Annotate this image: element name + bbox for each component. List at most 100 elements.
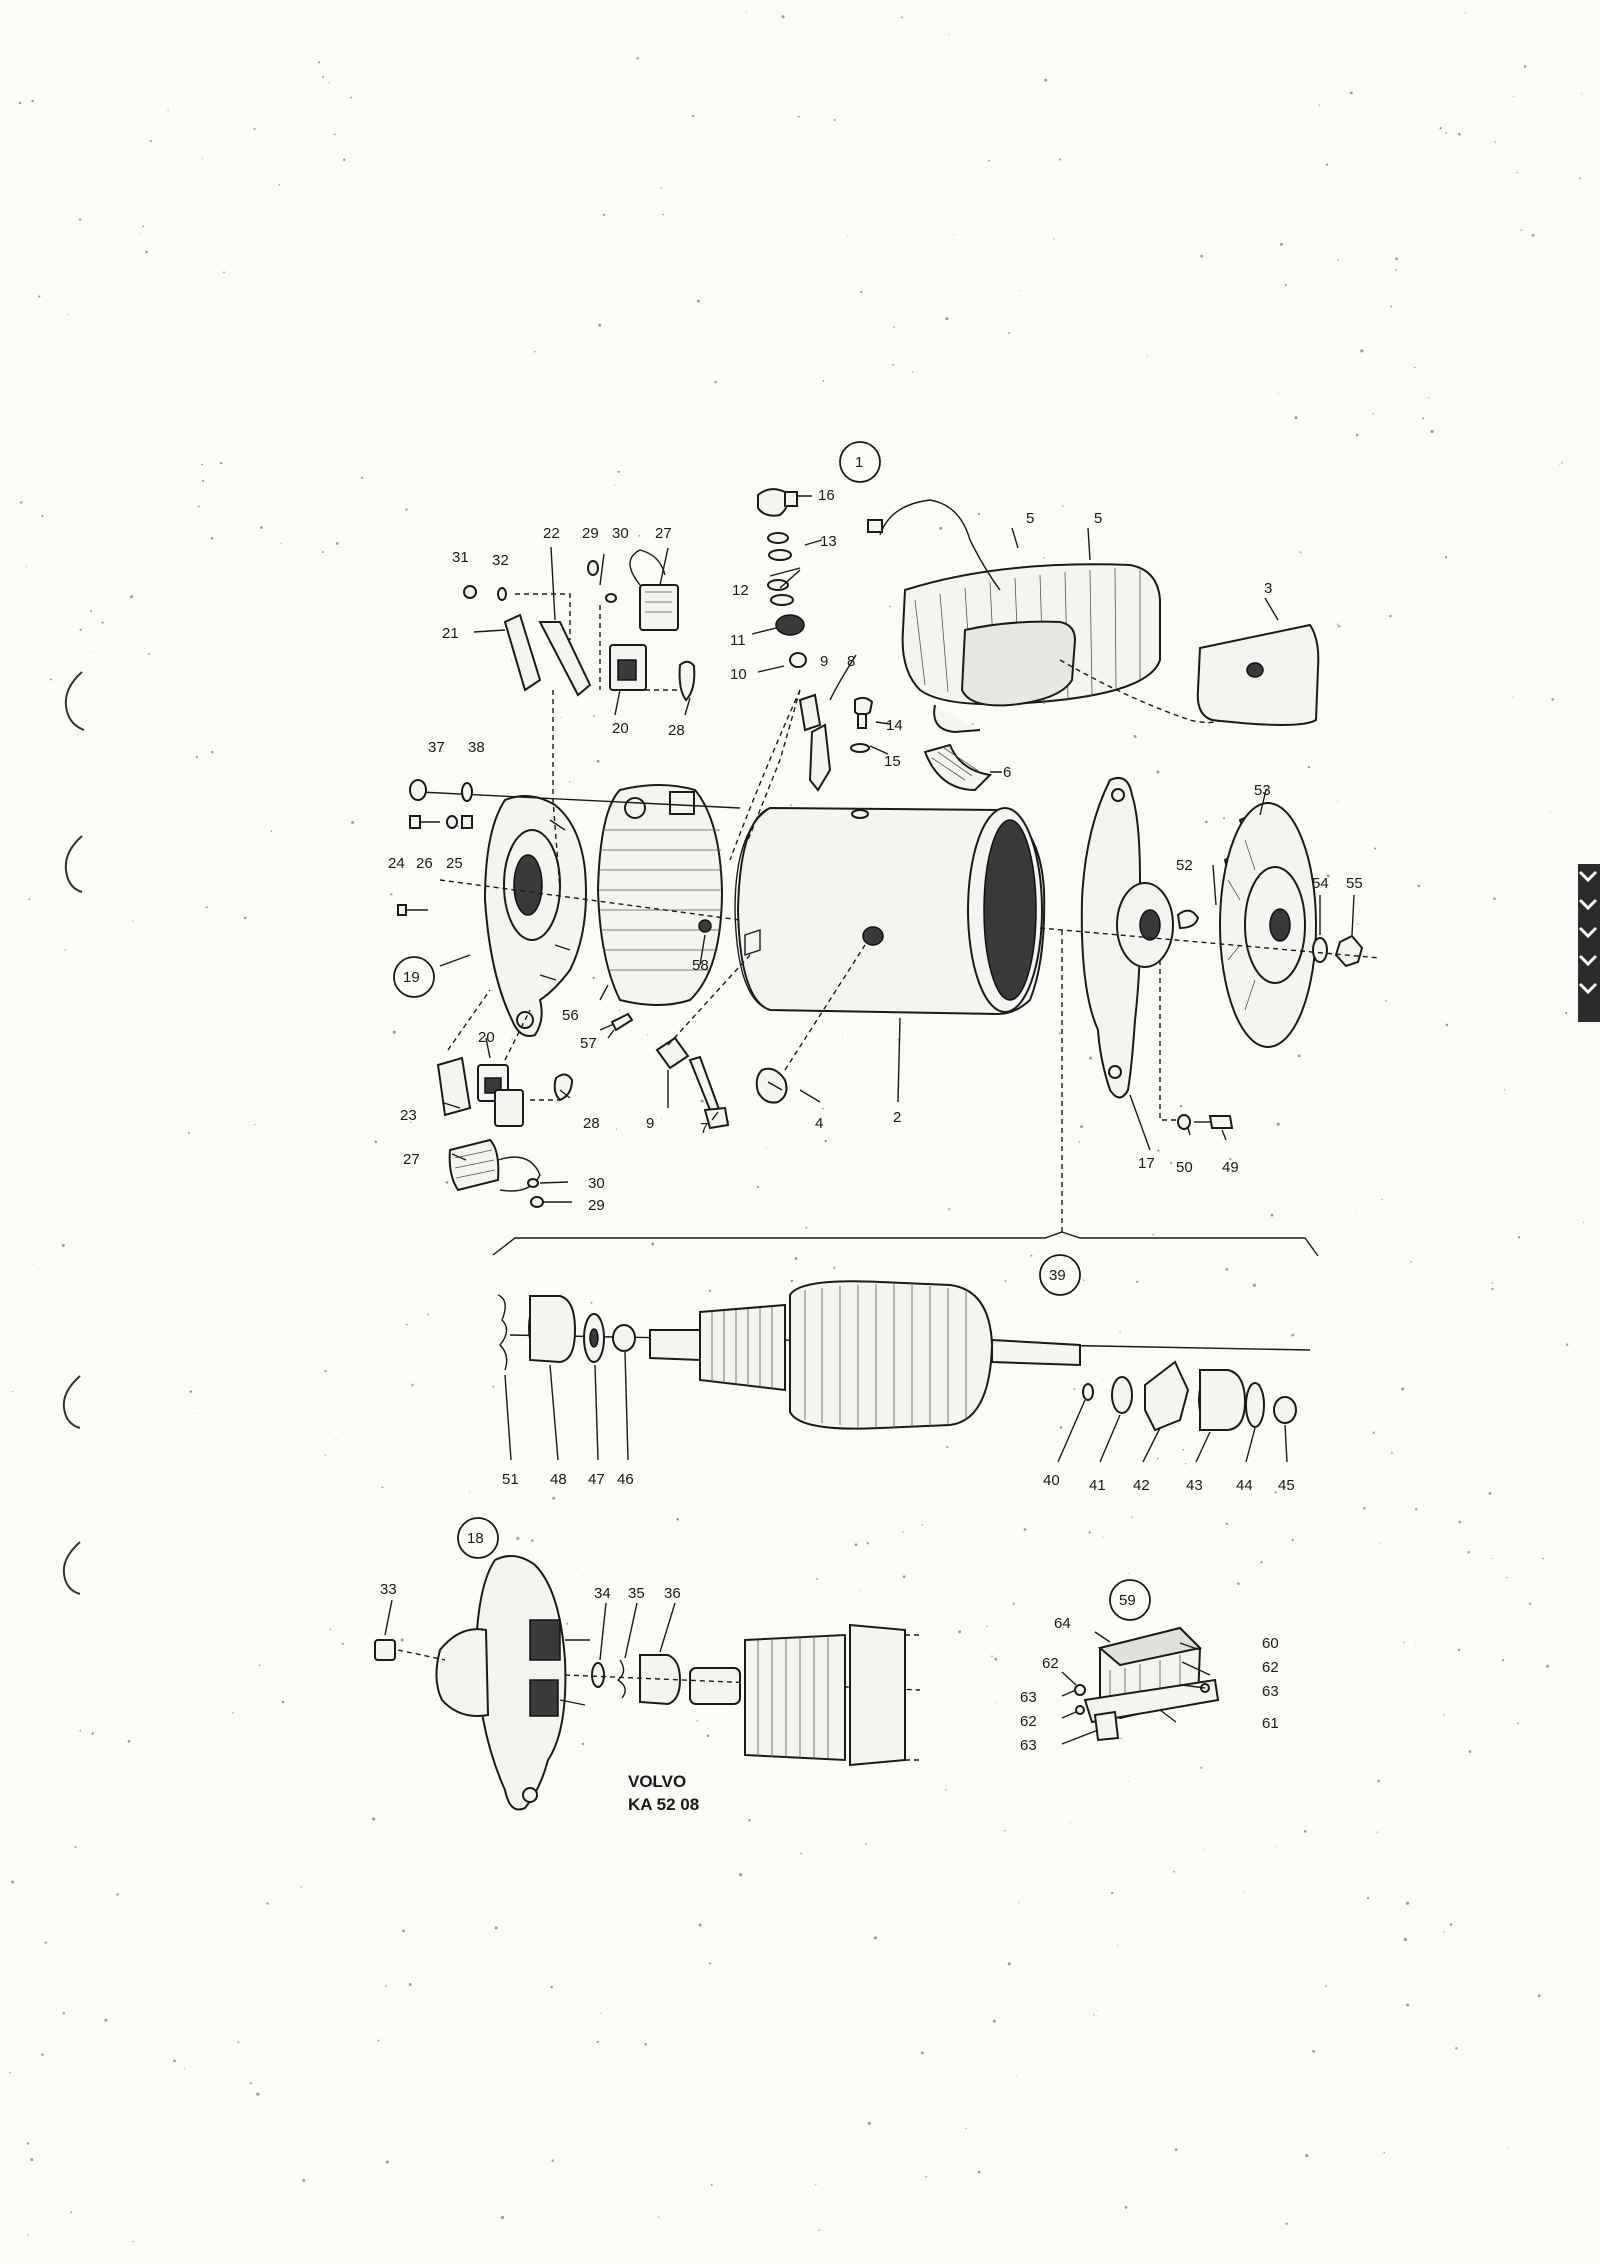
paper-speck	[1491, 1287, 1494, 1291]
paper-speck	[708, 1962, 712, 1965]
paper-speck	[790, 1279, 794, 1283]
paper-speck	[1512, 95, 1515, 97]
paper-speck	[333, 133, 336, 136]
paper-speck	[1528, 1602, 1532, 1605]
paper-speck	[1374, 847, 1377, 850]
paper-speck	[948, 34, 950, 36]
callout-22: 22	[543, 525, 560, 542]
paper-speck	[583, 1575, 585, 1577]
paper-speck	[1457, 1648, 1461, 1651]
paper-speck	[700, 1099, 704, 1103]
paper-speck	[1043, 557, 1045, 559]
paper-speck	[278, 184, 281, 186]
paper-speck	[1137, 1125, 1139, 1127]
paper-speck	[996, 1702, 998, 1704]
callout-14: 14	[886, 717, 903, 734]
callout-9-lower: 9	[646, 1115, 654, 1132]
paper-speck	[374, 1140, 378, 1144]
paper-speck	[392, 1030, 396, 1034]
paper-speck	[32, 1263, 34, 1265]
callout-23: 23	[400, 1107, 417, 1124]
paper-speck	[1337, 801, 1339, 803]
paper-speck	[18, 101, 22, 105]
band-cover	[596, 784, 724, 1006]
paper-speck	[1285, 2222, 1288, 2225]
paper-speck	[1517, 1236, 1521, 1239]
paper-speck	[1073, 1388, 1076, 1391]
paper-speck	[1133, 735, 1137, 738]
paper-speck	[971, 722, 974, 725]
paper-speck	[647, 1034, 649, 1036]
paper-speck	[324, 1454, 326, 1456]
callout-35: 35	[628, 1585, 645, 1602]
paper-speck	[1336, 623, 1339, 625]
paper-speck	[41, 515, 44, 517]
callout-21: 21	[442, 625, 459, 642]
paper-speck	[651, 1242, 655, 1246]
paper-speck	[1467, 1551, 1470, 1554]
brush-gear-upper	[463, 549, 696, 891]
paper-speck	[1383, 2151, 1385, 2154]
paper-speck	[324, 1370, 327, 1373]
paper-speck	[1204, 1849, 1206, 1851]
paper-speck	[385, 1985, 387, 1987]
paper-speck	[253, 127, 256, 130]
paper-speck	[148, 653, 150, 655]
paper-speck	[516, 1536, 520, 1540]
paper-speck	[412, 1383, 414, 1386]
paper-speck	[138, 232, 140, 234]
paper-speck	[194, 1413, 196, 1415]
paper-speck	[195, 755, 199, 759]
paper-speck	[64, 949, 66, 951]
paper-speck	[1117, 1945, 1119, 1947]
paper-speck	[511, 1037, 514, 1040]
paper-speck	[27, 2234, 29, 2236]
paper-speck	[1565, 1012, 1568, 1015]
bracket-screw-49	[1177, 1114, 1234, 1130]
commutator-end-bracket-alt	[374, 1555, 921, 1811]
paper-speck	[615, 1128, 618, 1130]
paper-speck	[1439, 126, 1442, 130]
paper-speckles	[9, 11, 1585, 2243]
paper-speck	[988, 159, 991, 162]
paper-speck	[1157, 1457, 1159, 1460]
paper-speck	[636, 57, 639, 60]
callout-8: 8	[847, 653, 855, 670]
callout-44: 44	[1236, 1477, 1253, 1494]
paper-speck	[1237, 1582, 1240, 1585]
pole-shoe	[1196, 623, 1320, 726]
paper-speck	[1494, 141, 1497, 143]
paper-speck	[1414, 366, 1416, 369]
callout-43: 43	[1186, 1477, 1203, 1494]
callout-60: 60	[1262, 1635, 1279, 1652]
page-edge-tab	[1578, 864, 1600, 1022]
paper-speck	[1299, 551, 1302, 553]
paper-speck	[1008, 332, 1011, 335]
paper-speck	[854, 1543, 858, 1547]
paper-speck	[1458, 1520, 1462, 1524]
paper-speck	[1422, 417, 1425, 420]
callout-59: 59	[1119, 1592, 1136, 1609]
callout-5-left: 5	[1026, 510, 1034, 527]
paper-speck	[644, 2042, 648, 2046]
paper-speck	[1088, 1531, 1091, 1534]
paper-speck	[322, 75, 325, 78]
paper-speck	[1417, 884, 1421, 888]
paper-speck	[44, 1941, 47, 1944]
paper-speck	[948, 1208, 951, 1211]
paper-speck	[692, 114, 695, 117]
callout-50: 50	[1176, 1159, 1193, 1176]
paper-speck	[892, 363, 895, 366]
paper-speck	[1356, 1214, 1357, 1215]
paper-speck	[1318, 104, 1321, 106]
callout-29-lower: 29	[588, 1197, 605, 1214]
paper-speck	[61, 1243, 65, 1248]
paper-speck	[9, 2071, 11, 2074]
paper-speck	[708, 1289, 711, 1292]
paper-speck	[79, 1729, 81, 1732]
paper-speck	[1015, 2075, 1017, 2076]
paper-speck	[1377, 1779, 1380, 1783]
terminal-screw	[655, 954, 751, 1130]
paper-speck	[1337, 625, 1341, 628]
paper-speck	[638, 534, 641, 537]
